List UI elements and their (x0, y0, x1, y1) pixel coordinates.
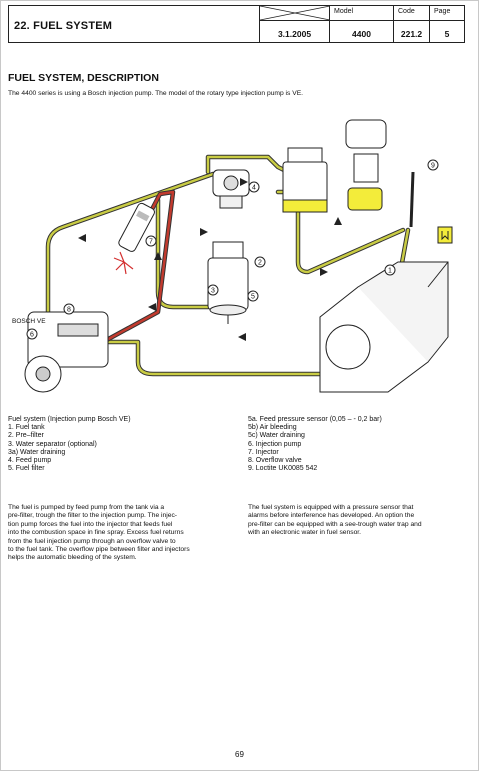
intro-text: The 4400 series is using a Bosch injecti… (8, 90, 304, 97)
legend-item: 5c) Water draining (248, 432, 305, 440)
svg-text:3: 3 (211, 288, 215, 295)
callout-1: 1 (384, 264, 396, 276)
callout-2: 2 (254, 256, 266, 268)
callout-9: 9 (427, 159, 439, 171)
code-label: Code (398, 8, 415, 15)
pump-label: BOSCH VE (12, 318, 46, 325)
feed-pump (212, 169, 250, 209)
cross-mark-icon (259, 5, 331, 21)
svg-text:8: 8 (67, 307, 71, 314)
legend-item: 6. Injection pump (248, 440, 302, 448)
section-title: 22. FUEL SYSTEM (14, 20, 113, 32)
page-label: Page (434, 8, 451, 15)
legend-item: 7. Injector (248, 448, 279, 456)
callout-5: 5 (247, 290, 259, 302)
callout-6: 6 (26, 328, 38, 340)
filter-exploded-view (345, 119, 387, 211)
legend-item: 4. Feed pump (8, 457, 52, 465)
paragraph-line: pre-filter can be equipped with a see-tr… (248, 520, 422, 528)
header-row-divider (259, 20, 464, 21)
pre-filter (207, 241, 249, 324)
paragraph-line: from the fuel injection pump through an … (8, 537, 176, 545)
callout-4: 4 (248, 181, 260, 193)
legend-item: 5a. Feed pressure sensor (0,05 – - 0,2 b… (248, 416, 382, 423)
legend-item: 3. Water separator (optional) (8, 440, 97, 448)
code-value: 221.2 (400, 29, 423, 39)
legend-item: 3a) Water draining (8, 448, 66, 456)
svg-text:5: 5 (251, 294, 255, 301)
paragraph-line: to the fuel tank. The overflow pipe betw… (8, 546, 190, 554)
callout-3: 3 (207, 284, 219, 296)
legend-item: 1. Fuel tank (8, 424, 45, 432)
legend-left: Fuel system (Injection pump Bosch VE) 1.… (8, 416, 131, 473)
tube-9 (409, 171, 415, 228)
paragraph-line: The fuel system is equipped with a press… (248, 504, 414, 511)
legend-right: 5a. Feed pressure sensor (0,05 – - 0,2 b… (248, 416, 382, 473)
paragraph-line: with an electronic water in fuel sensor. (248, 529, 362, 537)
page-value: 5 (444, 29, 450, 39)
legend-item: 5b) Air bleeding (248, 424, 297, 432)
paragraph-line: The fuel is pumped by feed pump from the… (8, 504, 165, 511)
legend-item: 5. Fuel filter (8, 465, 45, 473)
page-heading: FUEL SYSTEM, DESCRIPTION (8, 72, 159, 84)
callout-8: 8 (63, 303, 75, 315)
injection-pump (24, 311, 109, 393)
fuel-tank (319, 261, 449, 393)
header-date: 3.1.2005 (277, 29, 312, 39)
paragraph-line: tion pump forces the fuel into the injec… (8, 520, 173, 528)
description-paragraph-right: The fuel system is equipped with a press… (248, 504, 422, 538)
svg-text:1: 1 (388, 268, 392, 275)
svg-text:7: 7 (149, 239, 153, 246)
fuel-spray-icon (113, 251, 134, 275)
svg-text:6: 6 (30, 332, 34, 339)
legend-item: 2. Pre–filter (8, 432, 44, 440)
model-value: 4400 (352, 29, 371, 39)
legend-item: 8. Overflow valve (248, 457, 302, 465)
header-table: 22. FUEL SYSTEM 3.1.2005 Model 4400 Code… (8, 5, 465, 43)
flow-arrows (78, 178, 342, 341)
header-code-cell: Code 221.2 (393, 6, 429, 42)
paragraph-line: pre-filter, trough the filter to the inj… (8, 512, 178, 520)
header-logo-cell: 3.1.2005 (259, 5, 331, 42)
svg-text:9: 9 (431, 163, 435, 170)
description-paragraph-left: The fuel is pumped by feed pump from the… (8, 504, 190, 563)
svg-text:4: 4 (252, 185, 256, 192)
paragraph-line: into the combustion space in fine spray.… (8, 529, 184, 537)
header-model-cell: Model 4400 (329, 6, 393, 42)
callout-7: 7 (145, 235, 157, 247)
legend-item: Fuel system (Injection pump Bosch VE) (8, 416, 131, 423)
svg-text:2: 2 (258, 260, 262, 267)
fuel-system-diagram: 1 2 3 4 5 6 7 8 9 BOSCH VE (12, 119, 453, 393)
legend-item: 9. Loctite UK0085 542 (248, 465, 318, 473)
sensor-icon (437, 226, 453, 244)
header-page-cell: Page 5 (429, 6, 464, 42)
injector (118, 202, 155, 252)
paragraph-line: helps the automatic bleeding of the syst… (8, 554, 137, 562)
fuel-filter (282, 147, 328, 213)
model-label: Model (334, 8, 354, 15)
paragraph-line: alarms before interference has developed… (248, 512, 415, 520)
page-number: 69 (235, 750, 244, 759)
